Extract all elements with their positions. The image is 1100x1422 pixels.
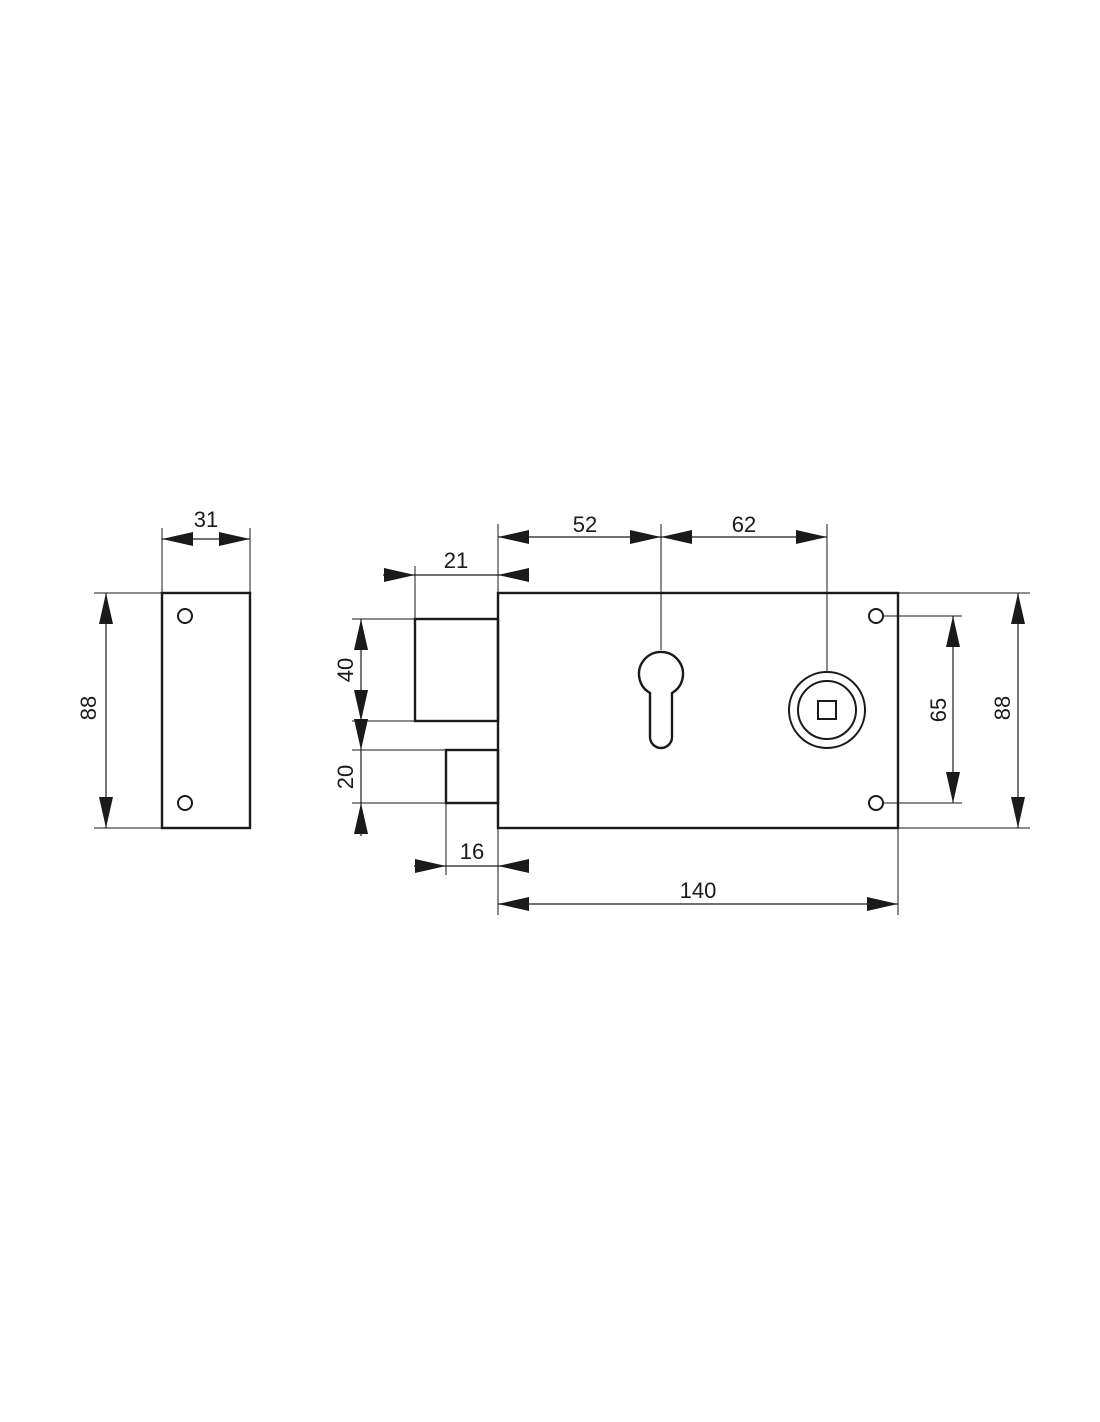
dimension-fixing-hole-spacing: 65 [926,616,960,803]
dimension-cylinder-offset: 52 [498,512,661,544]
dimension-bolt-projection: 21 [383,548,529,582]
dimension-label-latch-height: 20 [333,765,358,789]
dimension-side-width: 31 [162,507,250,546]
dimension-latch-projection: 16 [414,839,529,873]
dimension-case-height: 88 [990,593,1025,828]
front-view [413,591,900,830]
front-fixing-hole-top [868,608,884,624]
keyhole-icon [637,650,685,750]
deadbolt [413,617,500,723]
dimension-side-height: 88 [76,593,113,828]
dimension-label-side-height: 88 [76,696,101,720]
dimension-label-cylinder-offset: 52 [573,512,597,537]
lock-case [496,591,900,830]
extension-lines [94,524,1030,915]
side-fixing-hole-bottom [177,795,193,811]
dimension-label-case-length: 140 [680,878,717,903]
dimension-bolt-height: 40 [333,619,368,721]
dimension-label-bolt-height: 40 [333,658,358,682]
spindle-square-icon [788,671,866,749]
latch-bolt [444,748,500,805]
dimension-label-bolt-projection: 21 [444,548,468,573]
side-view-case [160,591,252,830]
side-fixing-hole-top [177,608,193,624]
dimension-latch-height: 20 [333,719,368,836]
side-view [160,591,252,830]
dimension-label-side-width: 31 [194,507,218,532]
dimension-label-spindle-offset: 62 [732,512,756,537]
dimension-case-length: 140 [498,878,898,911]
dimension-label-fixing-hole-spacing: 65 [926,698,951,722]
dimension-label-latch-projection: 16 [460,839,484,864]
dimension-label-case-height: 88 [990,696,1015,720]
front-fixing-hole-bottom [868,795,884,811]
dimension-spindle-offset: 62 [661,512,827,544]
